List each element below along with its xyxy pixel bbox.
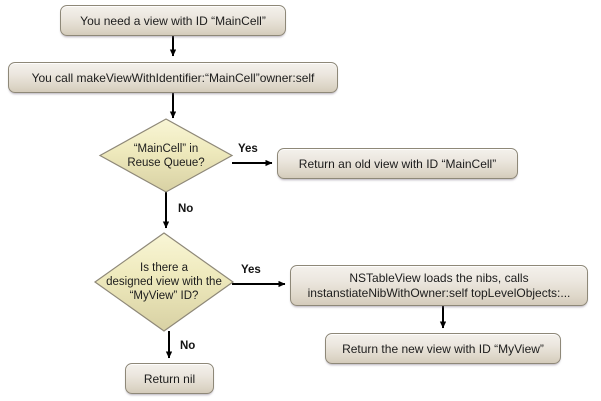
edge-label-reuse-yes: Yes <box>238 143 258 155</box>
node-loads-nibs-label: NSTableView loads the nibs, calls instan… <box>307 270 571 300</box>
node-return-new-view[interactable]: Return the new view with ID “MyView” <box>325 333 561 364</box>
edge-label-designed-yes: Yes <box>241 264 261 276</box>
edge-label-designed-no: No <box>180 340 196 352</box>
node-call-make-view[interactable]: You call makeViewWithIdentifier:“MainCel… <box>8 62 338 93</box>
node-call-make-view-label: You call makeViewWithIdentifier:“MainCel… <box>31 70 315 85</box>
edge-label-reuse-no: No <box>178 203 194 215</box>
diamond-shape-reuse <box>98 118 234 193</box>
node-return-nil[interactable]: Return nil <box>125 363 214 394</box>
diamond-shape-designed <box>93 232 235 332</box>
node-need-view-label: You need a view with ID “MainCell” <box>80 13 266 28</box>
node-designed-view-decision-label: Is there a designed view with the “MyVie… <box>106 262 222 302</box>
node-designed-view-decision[interactable]: Is there a designed view with the “MyVie… <box>93 232 235 332</box>
node-return-old-view[interactable]: Return an old view with ID “MainCell” <box>277 148 518 179</box>
node-return-nil-label: Return nil <box>143 371 196 386</box>
node-reuse-queue-decision-label: “MainCell” in Reuse Queue? <box>127 142 205 169</box>
node-return-new-view-label: Return the new view with ID “MyView” <box>342 341 544 356</box>
node-need-view[interactable]: You need a view with ID “MainCell” <box>60 5 286 36</box>
node-reuse-queue-decision[interactable]: “MainCell” in Reuse Queue? <box>98 118 234 193</box>
node-return-old-view-label: Return an old view with ID “MainCell” <box>298 156 497 171</box>
node-loads-nibs[interactable]: NSTableView loads the nibs, calls instan… <box>290 265 588 306</box>
